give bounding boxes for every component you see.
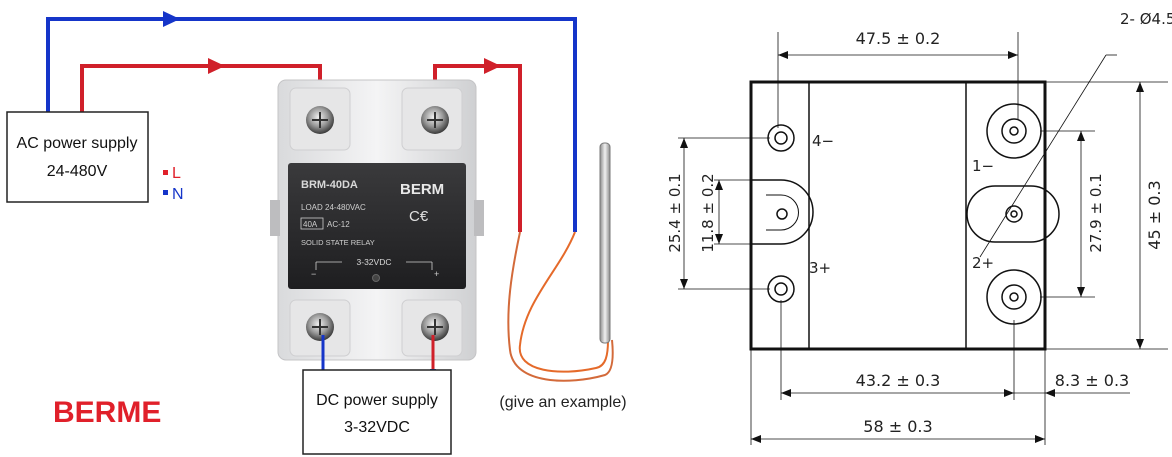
brand-logo: BERME [53, 396, 161, 429]
dim-terminal-spacing-right: 27.9 ± 0.1 [1087, 173, 1105, 252]
indicator-led-icon [372, 274, 380, 282]
dim-mounting-spacing: 43.2 ± 0.3 [856, 371, 941, 390]
dimension-arrows [680, 51, 1144, 443]
relay-face [288, 163, 466, 289]
minus-sign-icon: − [311, 269, 316, 279]
dim-width-bottom: 58 ± 0.3 [863, 417, 932, 436]
dim-height-total: 45 ± 0.3 [1145, 180, 1164, 249]
flow-arrow-icon [208, 58, 225, 74]
ce-mark-icon: C€ [409, 208, 429, 225]
dc-supply-title: DC power supply [316, 392, 438, 409]
relay-model: BRM-40DA [301, 179, 358, 191]
dc-supply-range: 3-32VDC [344, 419, 410, 436]
ac-supply-range: 24-480V [47, 163, 108, 180]
neutral-wire [46, 17, 577, 232]
relay-current: 40A [303, 220, 318, 229]
legend-l-marker [163, 170, 168, 175]
legend-n-marker [163, 190, 168, 195]
legend-l-label: L [172, 165, 181, 182]
plus-sign-icon: + [434, 269, 439, 279]
dim-terminal-spacing-left: 25.4 ± 0.1 [666, 173, 684, 252]
dc-power-supply-box [302, 369, 452, 455]
ac-power-supply-box [6, 111, 149, 203]
relay-load: LOAD 24-480VAC [301, 203, 366, 212]
solid-state-relay: BRM-40DA BERM LOAD 24-480VAC C€ 40A AC-1… [270, 79, 484, 361]
dimension-drawing [678, 32, 1168, 445]
ac-supply-title: AC power supply [17, 135, 138, 152]
relay-brand: BERM [400, 181, 444, 198]
terminal-label-3: 3+ [809, 259, 831, 277]
flow-arrow-icon [484, 58, 501, 74]
heater-probe [599, 142, 611, 344]
dim-width-top: 47.5 ± 0.2 [856, 29, 941, 48]
legend-n-label: N [172, 186, 184, 203]
relay-type: SOLID STATE RELAY [301, 238, 375, 247]
flow-arrow-icon [163, 11, 180, 27]
terminal-label-4: 4− [812, 132, 834, 150]
heater-lead [507, 231, 614, 382]
example-note: (give an example) [499, 394, 626, 411]
terminal-label-1: 1− [972, 157, 994, 175]
relay-control-range: 3-32VDC [357, 257, 392, 267]
relay-class: AC-12 [327, 220, 350, 229]
heater-lead [518, 231, 609, 373]
dim-slot-height: 11.8 ± 0.2 [699, 173, 717, 252]
terminal-label-2: 2+ [972, 254, 994, 272]
dim-offset: 8.3 ± 0.3 [1055, 371, 1129, 390]
dim-hole-spec: 2- Ø4.5 [1120, 10, 1172, 28]
